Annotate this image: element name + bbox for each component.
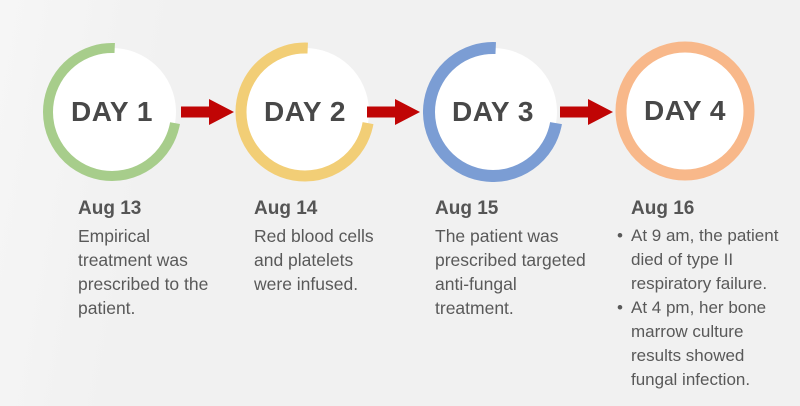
day4-ring xyxy=(615,41,755,181)
day1-ring xyxy=(43,43,181,181)
day2-ring-icon xyxy=(235,42,375,182)
day3-ring-icon xyxy=(423,42,563,182)
day1-label: DAY 1 xyxy=(71,96,153,127)
day4-bullet-list: • At 9 am, the patient died of type II r… xyxy=(617,224,797,392)
day4-label: DAY 4 xyxy=(644,95,726,126)
day4-bullet-2: At 4 pm, her bone marrow culture results… xyxy=(631,298,767,389)
bullet-item: • At 9 am, the patient died of type II r… xyxy=(617,224,797,296)
arrow-right-icon xyxy=(560,99,613,125)
day3-circle: DAY 3 xyxy=(423,42,563,182)
bullet-dot-icon: • xyxy=(617,298,623,317)
day2-circle: DAY 2 xyxy=(235,42,375,182)
day3-text-block: Aug 15 The patient was prescribed target… xyxy=(435,196,620,320)
day1-circle: DAY 1 xyxy=(42,42,182,182)
bullet-dot-icon: • xyxy=(617,226,623,245)
day4-circle: DAY 4 xyxy=(615,41,755,181)
day2-date: Aug 14 xyxy=(254,198,318,219)
bullet-item: • At 4 pm, her bone marrow culture resul… xyxy=(617,296,797,392)
day4-ring-icon xyxy=(615,41,755,181)
day4-bullet-1: At 9 am, the patient died of type II res… xyxy=(631,226,779,293)
day1-date: Aug 13 xyxy=(78,198,142,219)
arrow-right-icon xyxy=(181,99,234,125)
day2-text-block: Aug 14 Red blood cells and platelets wer… xyxy=(254,196,426,296)
day3-date: Aug 15 xyxy=(435,198,499,219)
day4-date: Aug 16 xyxy=(631,198,695,219)
day1-ring-icon xyxy=(43,43,181,181)
day1-description: Empirical treatment was prescribed to th… xyxy=(78,226,209,318)
day1-text-block: Aug 13 Empirical treatment was prescribe… xyxy=(78,196,250,320)
day3-label: DAY 3 xyxy=(452,96,534,127)
day4-text-block: Aug 16 • At 9 am, the patient died of ty… xyxy=(617,196,797,392)
day2-description: Red blood cells and platelets were infus… xyxy=(254,226,374,294)
day3-description: The patient was prescribed targeted anti… xyxy=(435,226,586,318)
arrow-right-icon xyxy=(367,99,420,125)
day2-label: DAY 2 xyxy=(264,96,346,127)
